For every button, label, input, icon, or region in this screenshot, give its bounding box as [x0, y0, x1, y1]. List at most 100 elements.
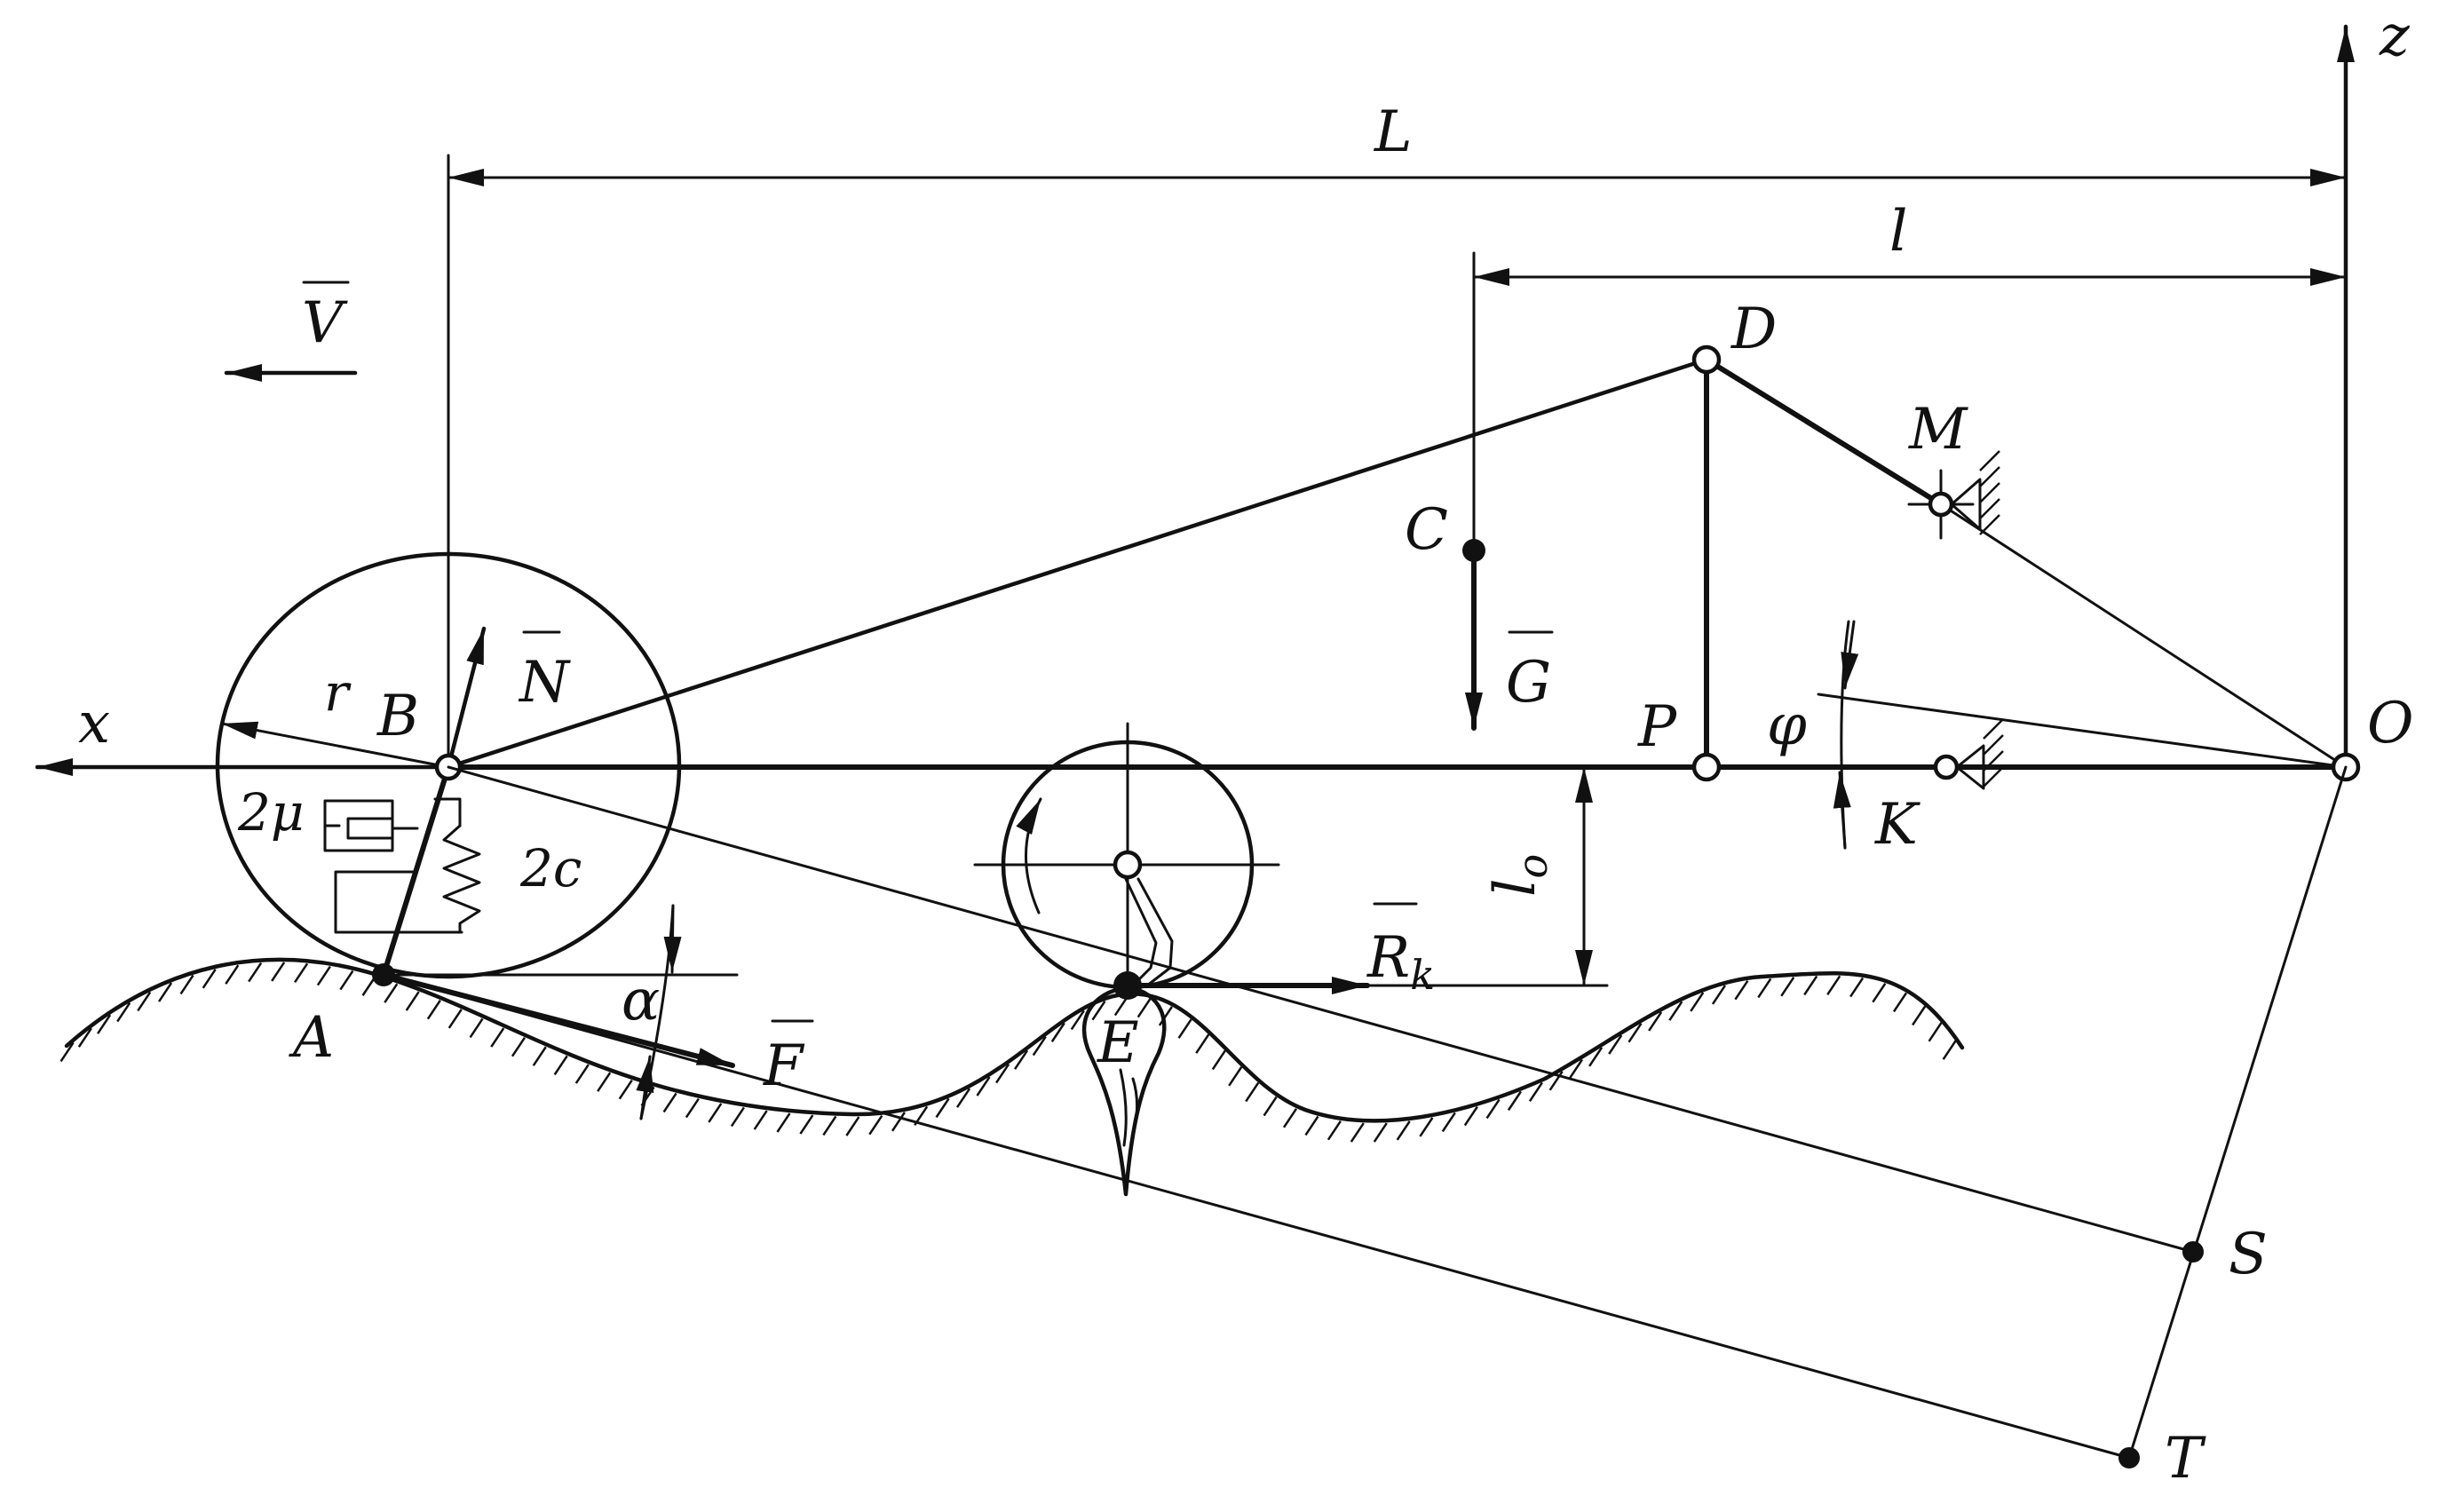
point-B-label: B — [376, 684, 419, 749]
hatch-stroke — [202, 969, 217, 989]
hatch-stroke — [1304, 1115, 1319, 1136]
hatch-stroke — [490, 1027, 505, 1048]
hatch-stroke — [1158, 1006, 1173, 1026]
hatch-stroke — [1136, 997, 1152, 1018]
link-B-D — [446, 357, 1709, 770]
hatch-stroke — [1326, 1120, 1342, 1141]
spring-label: 2c — [519, 838, 582, 898]
hatch-stroke — [1942, 1040, 1957, 1060]
force-Rk-label: Rk — [1366, 925, 1435, 999]
point-P-label: P — [1637, 694, 1677, 760]
line-phi-O — [1817, 693, 2348, 769]
hatch-stroke — [157, 982, 173, 1002]
hatch-stroke — [426, 1000, 441, 1020]
point-A-label: A — [289, 1005, 334, 1071]
line-A-T — [382, 973, 2131, 1460]
hatch-stroke — [799, 1114, 814, 1135]
dimension-L-label: L — [1374, 99, 1413, 165]
support-K: K — [1874, 718, 2004, 858]
hatch-stroke — [1463, 1105, 1478, 1127]
point-D — [1691, 344, 1722, 375]
dimension-L: L — [447, 99, 2348, 769]
radius-r-label: r — [324, 662, 352, 723]
normal-force-label: N — [518, 650, 571, 716]
link-M-O — [1939, 503, 2348, 769]
point-P — [1691, 752, 1722, 782]
hatch-stroke — [1228, 1066, 1243, 1087]
hatch-stroke — [685, 1097, 700, 1119]
angle-alpha-label: α — [622, 968, 660, 1033]
knife-blade — [1081, 985, 1167, 1197]
hatch-stroke — [1350, 1122, 1365, 1143]
hatch-stroke — [1014, 1049, 1029, 1070]
velocity-vector: V — [224, 281, 358, 382]
hatch-stroke — [1780, 977, 1795, 997]
suspension: 2μ 2c — [237, 782, 582, 934]
axes: z x — [35, 4, 2411, 776]
dimension-lo: lo — [1144, 765, 1609, 987]
contact-A: F α A — [289, 904, 814, 1120]
point-S — [2182, 1241, 2204, 1263]
hatch-stroke — [730, 1106, 745, 1128]
ground-hatching — [59, 962, 1957, 1143]
hatch-stroke — [1070, 1009, 1085, 1031]
hatch-stroke — [1627, 1023, 1643, 1043]
line-B-S — [447, 765, 2195, 1254]
point-C — [1462, 539, 1485, 562]
hatch-stroke — [225, 964, 240, 985]
hatch-stroke — [1419, 1117, 1434, 1137]
hatch-stroke — [1803, 975, 1818, 996]
hatch-stroke — [384, 983, 399, 1003]
point-E-label: E — [1097, 1010, 1139, 1076]
hatch-stroke — [868, 1114, 883, 1136]
gravity-force: G — [1465, 557, 1554, 731]
hatch-stroke — [822, 1115, 837, 1136]
hatch-stroke — [1648, 1011, 1663, 1032]
point-T-label: T — [2165, 1426, 2206, 1492]
radius-r — [220, 721, 450, 769]
hatch-stroke — [469, 1017, 484, 1039]
hatch-stroke — [1912, 1005, 1927, 1026]
dimension-l-label: l — [1889, 199, 1907, 265]
hatch-stroke — [1177, 1018, 1192, 1039]
linkage-frame — [446, 357, 2348, 770]
dimension-lo-label: lo — [1483, 854, 1556, 897]
points: D P O C — [1405, 297, 2413, 782]
hatch-stroke — [1396, 1120, 1411, 1141]
support-M: M — [1907, 397, 2000, 540]
hatch-stroke — [1113, 995, 1128, 1017]
hatch-stroke — [1568, 1058, 1584, 1080]
wheel-rim — [215, 551, 682, 979]
point-S-label: S — [2229, 1222, 2268, 1287]
hatch-stroke — [59, 1041, 75, 1063]
hatch-stroke — [1282, 1108, 1298, 1128]
velocity-label: V — [302, 290, 348, 356]
angle-phi-label: φ — [1767, 693, 1807, 758]
hatch-stroke — [708, 1103, 723, 1123]
damper-label: 2μ — [237, 782, 305, 843]
link-D-M — [1704, 357, 1944, 507]
hatch-stroke — [1757, 978, 1772, 999]
point-C-label: C — [1405, 497, 1448, 563]
hatch-stroke — [597, 1072, 612, 1092]
dimension-l: l — [1472, 199, 2348, 552]
point-K-label: K — [1874, 792, 1920, 858]
hatch-stroke — [1050, 1022, 1065, 1042]
point-O-label: O — [2367, 691, 2413, 756]
hatch-stroke — [1441, 1112, 1456, 1133]
hatch-stroke — [891, 1112, 907, 1132]
hatch-stroke — [1245, 1081, 1260, 1103]
hatch-stroke — [77, 1027, 92, 1048]
hatch-stroke — [137, 991, 152, 1012]
hatch-stroke — [1690, 992, 1705, 1012]
hatch-stroke — [955, 1088, 971, 1108]
hatch-stroke — [1507, 1090, 1522, 1112]
hatch-stroke — [511, 1037, 527, 1057]
hatch-stroke — [1892, 992, 1908, 1013]
hatch-stroke — [447, 1009, 463, 1029]
hatch-stroke — [618, 1080, 633, 1100]
hatch-stroke — [1734, 979, 1749, 1001]
hatch-stroke — [935, 1097, 950, 1119]
hatch-stroke — [553, 1055, 568, 1076]
hatch-stroke — [316, 965, 331, 986]
